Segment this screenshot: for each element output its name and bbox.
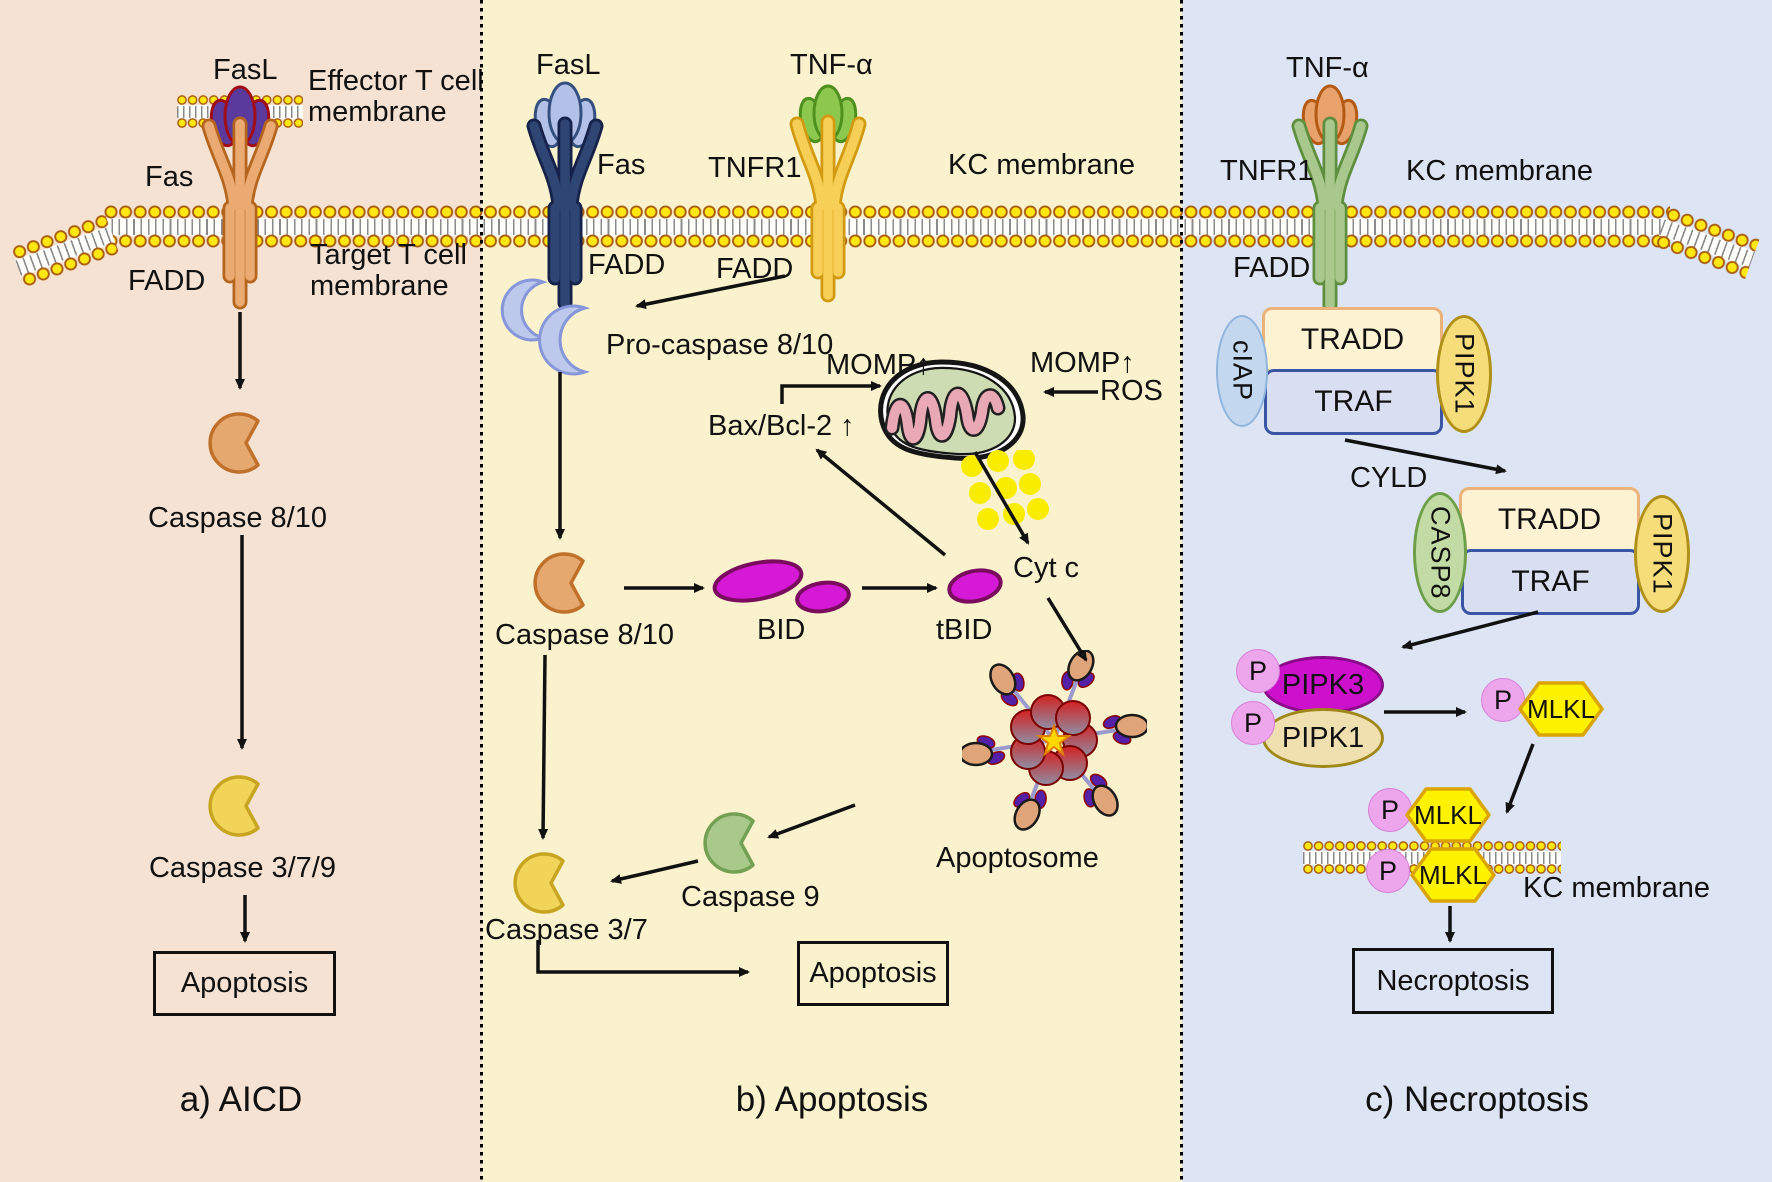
- panel-divider-left: [480, 0, 483, 1182]
- tradd1-label: TRADD: [1300, 323, 1405, 356]
- bax-bcl2-label: Bax/Bcl-2 ↑: [708, 410, 855, 442]
- fas-label-a: Fas: [145, 161, 194, 193]
- p-label-2: P: [1243, 707, 1262, 738]
- caspase379-pacman-a: [208, 775, 260, 837]
- p-label-1: P: [1248, 655, 1267, 686]
- mlkl-hexagon-1: MLKL: [1518, 681, 1604, 737]
- cytc-label: Cyt c: [1013, 552, 1080, 584]
- phospho-circle-3: P: [1481, 678, 1525, 722]
- caspase810-pacman-a: [208, 412, 260, 474]
- traf1-label: TRAF: [1314, 385, 1393, 418]
- caspase379-label-a: Caspase 3/7/9: [148, 852, 336, 884]
- pipk1-label-2: PIPK1: [1647, 513, 1678, 595]
- kc-membrane-label-c-bottom: KC membrane: [1523, 872, 1710, 904]
- apoptosis-box-b: Apoptosis: [797, 941, 949, 1006]
- p-label-4: P: [1380, 794, 1399, 825]
- fadd-label-c: FADD: [1233, 252, 1311, 284]
- pipk1-ellipse-2: PIPK1: [1634, 495, 1690, 613]
- pipk1-label-3: PIPK1: [1281, 721, 1365, 754]
- phospho-circle-1: P: [1236, 649, 1280, 693]
- kc-membrane-label-b: KC membrane: [948, 149, 1135, 181]
- momp-label-right: MOMP↑: [1030, 347, 1135, 379]
- tnfr1-label-b: TNFR1: [708, 152, 802, 184]
- p-label-5: P: [1378, 855, 1397, 886]
- ciap-ellipse: cIAP: [1216, 315, 1268, 427]
- svg-text:MLKL: MLKL: [1419, 860, 1487, 890]
- necroptosis-box: Necroptosis: [1352, 948, 1554, 1014]
- apoptosome-graphic: [962, 650, 1147, 835]
- phospho-circle-4: P: [1368, 788, 1412, 832]
- tnfr1-receptor-c-graphic: [1291, 84, 1369, 313]
- fadd-label-b-left: FADD: [588, 249, 666, 281]
- fadd-label-a: FADD: [128, 265, 206, 297]
- tradd1-box: TRADD: [1262, 307, 1443, 373]
- p-label-3: P: [1493, 684, 1512, 715]
- phospho-circle-5: P: [1366, 849, 1410, 893]
- momp-label-left: MOMP↑: [826, 349, 931, 381]
- caspase37-pacman: [513, 852, 565, 914]
- target-membrane-label-line2: membrane: [310, 270, 449, 302]
- caspase810-label-a: Caspase 8/10: [148, 502, 327, 534]
- ciap-label: cIAP: [1227, 340, 1258, 402]
- pipk3-label: PIPK3: [1281, 668, 1365, 701]
- caspase810-label-b: Caspase 8/10: [495, 619, 674, 651]
- cytc-dots: [961, 450, 1049, 530]
- tbid-graphic: [947, 568, 1003, 604]
- plasma-membrane: [104, 205, 1670, 248]
- tnfr1-receptor-b-graphic: [789, 84, 867, 303]
- panel-c-title: c) Necroptosis: [1365, 1080, 1589, 1119]
- traf2-label: TRAF: [1511, 565, 1590, 598]
- effector-membrane-label-line1: Effector T cell: [308, 65, 484, 97]
- pipk1-ellipse-3: PIPK1: [1262, 708, 1384, 768]
- bid-graphic: [712, 559, 851, 614]
- traf1-box: TRAF: [1264, 369, 1443, 435]
- apoptosis-label-b: Apoptosis: [809, 957, 937, 989]
- fas-receptor-b-graphic: [526, 81, 604, 311]
- fas-receptor-a-graphic: [201, 85, 279, 310]
- necroptosis-label: Necroptosis: [1376, 964, 1530, 997]
- tbid-label: tBID: [936, 614, 993, 646]
- fas-label-b: Fas: [597, 149, 646, 181]
- svg-text:MLKL: MLKL: [1414, 800, 1482, 830]
- panel-divider-right: [1180, 0, 1183, 1182]
- bid-label: BID: [757, 614, 806, 646]
- tradd2-box: TRADD: [1459, 487, 1640, 553]
- mitochondria-graphic: [878, 359, 1026, 461]
- apoptosome-label: Apoptosome: [936, 842, 1099, 874]
- panel-b-title: b) Apoptosis: [735, 1080, 929, 1119]
- effector-membrane-label-line2: membrane: [308, 96, 447, 128]
- caspase9-pacman: [703, 812, 755, 874]
- ros-label: ROS: [1100, 375, 1163, 407]
- pro-caspase-label: Pro-caspase 8/10: [606, 329, 834, 361]
- casp8-ellipse: CASP8: [1413, 492, 1467, 613]
- fadd-label-b-right: FADD: [716, 253, 794, 285]
- phospho-circle-2: P: [1231, 701, 1275, 745]
- tnfa-label-c: TNF-α: [1286, 52, 1369, 84]
- tnfa-label-b: TNF-α: [790, 49, 873, 81]
- casp8-label: CASP8: [1425, 505, 1456, 600]
- fasl-label-b: FasL: [536, 49, 601, 81]
- svg-text:MLKL: MLKL: [1527, 694, 1595, 724]
- pipk3-ellipse: PIPK3: [1262, 656, 1384, 714]
- fasl-label-a: FasL: [213, 54, 278, 86]
- caspase9-label: Caspase 9: [681, 881, 820, 913]
- pipk1-label-1: PIPK1: [1449, 333, 1480, 415]
- caspase810-pacman-b: [533, 552, 585, 614]
- cyld-label: CYLD: [1350, 462, 1428, 494]
- tnfr1-label-c: TNFR1: [1220, 155, 1314, 187]
- panel-a-title: a) AICD: [179, 1080, 303, 1119]
- target-membrane-label-line1: Target T cell: [310, 239, 467, 271]
- mlkl-hexagon-2: MLKL: [1405, 787, 1491, 843]
- traf2-box: TRAF: [1461, 549, 1640, 615]
- mlkl-hexagon-3: MLKL: [1410, 847, 1496, 903]
- pro-caspase-moons: [500, 278, 591, 376]
- caspase37-label: Caspase 3/7: [485, 914, 648, 946]
- apoptosis-box-a: Apoptosis: [153, 951, 336, 1016]
- apoptosis-label-a: Apoptosis: [180, 967, 309, 999]
- pipk1-ellipse-1: PIPK1: [1436, 315, 1492, 433]
- kc-membrane-label-c-top: KC membrane: [1406, 155, 1593, 187]
- tradd2-label: TRADD: [1497, 503, 1602, 536]
